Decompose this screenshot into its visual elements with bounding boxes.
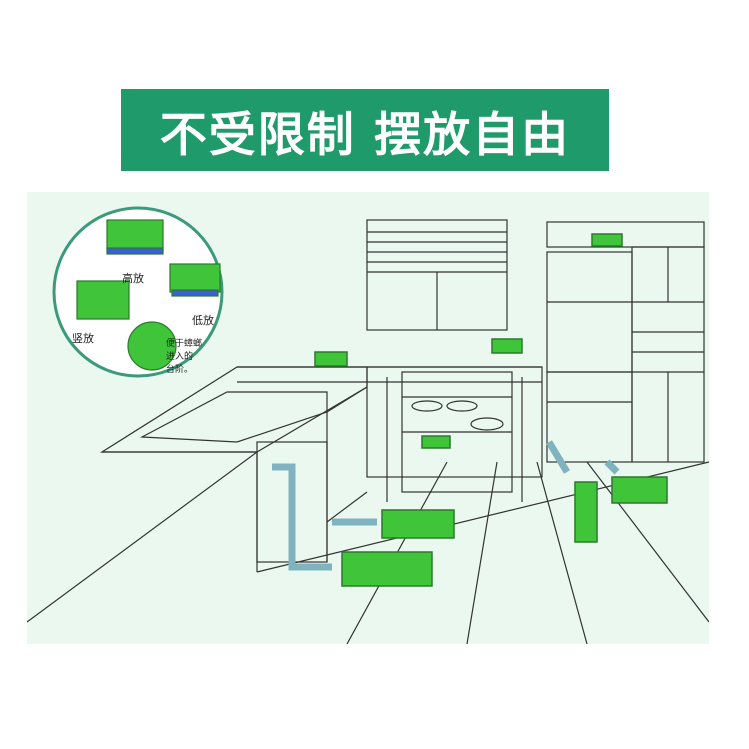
- trap-floor-2: [341, 551, 433, 587]
- trap-vertical-icon: [76, 280, 130, 320]
- note-line-1: 便于蟑螂: [166, 339, 203, 349]
- trap-cabinet: [421, 435, 451, 449]
- kitchen-lines: [27, 219, 709, 644]
- callout-circle: [52, 206, 224, 378]
- title-banner: 不受限制 摆放自由: [121, 89, 609, 171]
- trap-top-cabinet: [591, 233, 623, 247]
- note-line-3: 台阶。: [166, 365, 194, 375]
- fridge: [546, 251, 633, 373]
- banner-title: 不受限制 摆放自由: [159, 107, 571, 163]
- step-note: 便于蟑螂 进入的 台阶。: [166, 338, 202, 377]
- label-vertical: 竖放: [72, 332, 94, 345]
- trap-low-icon: [169, 263, 221, 293]
- trap-vertical: [574, 481, 598, 543]
- cockroach-step-icon: [127, 321, 177, 371]
- label-low: 低放: [192, 314, 214, 327]
- traps: [314, 233, 668, 587]
- kitchen-drawing: [27, 219, 709, 644]
- trap-floor-1: [381, 509, 455, 539]
- trap-floor-3: [611, 476, 668, 504]
- placement-callout: 高放 低放 竖放 便于蟑螂 进入的 台阶。: [52, 206, 224, 378]
- label-high: 高放: [122, 272, 144, 285]
- trap-counter: [314, 351, 348, 367]
- trap-sink: [491, 338, 523, 354]
- note-line-2: 进入的: [166, 352, 194, 362]
- direction-arrows: [272, 440, 620, 571]
- trap-high-icon: [106, 219, 164, 251]
